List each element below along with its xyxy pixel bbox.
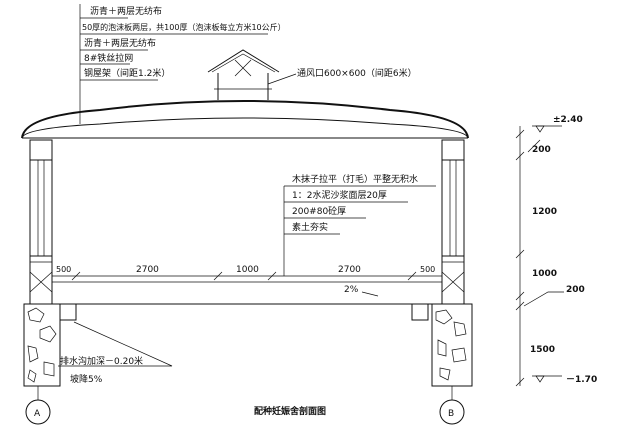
roof-layer-1: 沥青＋两层无纺布 [90, 5, 162, 17]
roof-arch-inner [21, 117, 469, 139]
arched-roof [21, 100, 469, 139]
vdim-1200: 1200 [532, 207, 557, 217]
wall-left-lower [29, 255, 53, 305]
vdim-tick [515, 151, 525, 161]
roof-arch-outer [21, 100, 469, 139]
axis-b-circle [439, 399, 465, 425]
vdim-1000: 1000 [532, 269, 557, 279]
wall-left-hatch [29, 271, 53, 293]
dim-500-right: 500 [420, 265, 435, 274]
vdim-tick [515, 301, 525, 311]
vdim-200-top: 200 [532, 145, 551, 155]
vdim-tick [515, 129, 525, 139]
wall-left [23, 139, 61, 387]
wall-left-window [29, 159, 53, 257]
floor-layer-1: 木抹子拉平（打毛）平整无积水 [292, 173, 418, 185]
drawing-title: 配种妊娠舍剖面图 [254, 405, 326, 417]
axis-b-label: B [448, 409, 454, 419]
vdim-tick [515, 249, 525, 259]
wall-right-hatch [441, 271, 465, 293]
wall-right-bond-beam [441, 139, 465, 161]
drain-annotation: 排水沟加深－0.20米 坡降5% [58, 321, 173, 385]
drain-left [59, 304, 77, 321]
elevation-marker-bottom [535, 375, 545, 383]
vertical-dimensions: ±2.40 200 1200 1000 200 1500 －1.70 [515, 115, 597, 387]
dim-tick [267, 271, 277, 281]
drain-leader-line [58, 321, 173, 367]
drain-slope-label: 坡降5% [70, 373, 103, 385]
wall-left-bond-beam [29, 139, 53, 161]
dim-tick [71, 271, 81, 281]
drain-right [411, 304, 429, 321]
roof-layer-3: 沥青＋两层无纺布 [84, 37, 156, 49]
roof-layer-2: 50厚的泡沫板两层，共100厚（泡沫板每立方米10公斤） [82, 22, 286, 32]
vent-label: 通风口600×600（间距6米） [297, 67, 417, 79]
vdim-1500: 1500 [530, 345, 555, 355]
footing-right-rubble [435, 309, 467, 381]
dim-1000: 1000 [236, 265, 259, 275]
axis-markers: A B [25, 386, 465, 425]
axis-a-circle [25, 399, 51, 425]
wall-right [431, 139, 473, 387]
footing-left [23, 303, 61, 387]
vdim-tick [515, 291, 525, 301]
wall-right-window [441, 159, 465, 257]
floor-layer-3: 200#80砼厚 [292, 205, 346, 217]
elevation-top: ±2.40 [553, 115, 583, 125]
footing-left-rubble [27, 307, 57, 383]
cupola-hatch [234, 59, 252, 77]
dim-2700-left: 2700 [136, 265, 159, 275]
vdim-tick [515, 377, 525, 387]
horizontal-dimensions: 500 2700 1000 2700 500 2% [52, 265, 442, 297]
dim-2700-right: 2700 [338, 265, 361, 275]
cupola-roof-inner [211, 53, 276, 73]
dim-tick [213, 271, 223, 281]
floor-slab [52, 281, 442, 321]
axis-a-label: A [34, 409, 41, 419]
vent-leader-line [267, 73, 297, 85]
slope-arrow [361, 291, 379, 297]
vdim-200-leader [527, 139, 541, 153]
dim-500-left: 500 [56, 265, 71, 274]
floor-layer-annotation: 木抹子拉平（打毛）平整无积水 1：2水泥沙浆面层20厚 200#80砼厚 素土夯… [283, 173, 436, 276]
floor-layer-4: 素土夯实 [292, 221, 328, 233]
drain-depth-label: 排水沟加深－0.20米 [60, 355, 143, 367]
vdim-200-leader-lower [523, 291, 564, 307]
roof-layer-4: 8#铁丝拉网 [84, 52, 133, 64]
dim-tick [407, 271, 417, 281]
cupola-roof [207, 49, 280, 73]
elevation-marker-top [535, 125, 545, 133]
roof-layer-5: 钢屋架（间距1.2米） [84, 67, 170, 79]
elevation-bottom: －1.70 [566, 375, 597, 385]
slope-label: 2% [344, 285, 359, 295]
wall-right-lower [441, 255, 465, 305]
vdim-200-lower: 200 [566, 285, 585, 295]
roof-layer-annotation: 沥青＋两层无纺布 50厚的泡沫板两层，共100厚（泡沫板每立方米10公斤） 沥青… [79, 4, 286, 124]
floor-layer-2: 1：2水泥沙浆面层20厚 [292, 189, 387, 201]
ventilation-cupola: 通风口600×600（间距6米） [207, 49, 417, 100]
